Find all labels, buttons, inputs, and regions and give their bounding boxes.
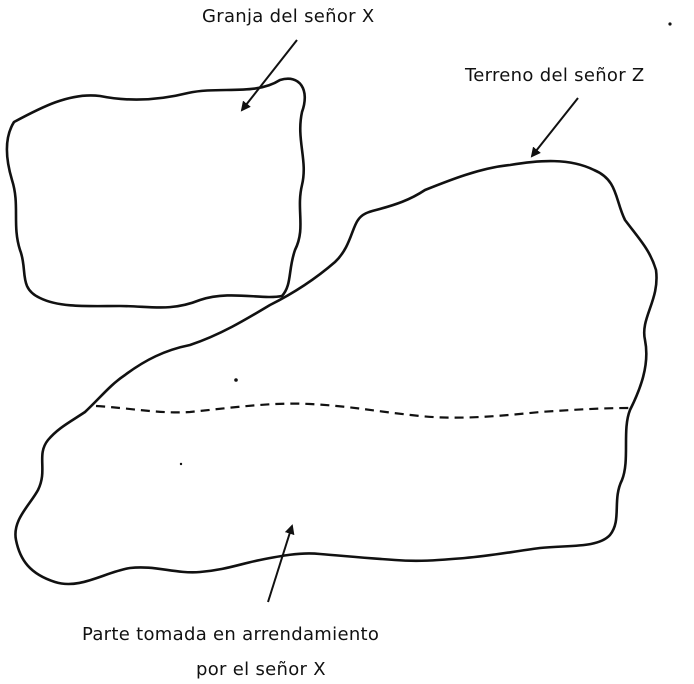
arrow-land-z <box>530 97 579 158</box>
lease-boundary-dashed-line <box>95 402 631 419</box>
land-z-label: Terreno del señor Z <box>465 65 645 86</box>
farm-x-parcel <box>5 77 307 309</box>
stray-dot <box>179 462 183 466</box>
arrow-farm-x <box>240 39 298 112</box>
land-z-parcel <box>14 159 658 586</box>
stray-dot <box>234 378 238 382</box>
farm-x-label: Granja del señor X <box>202 6 375 27</box>
arrow-leased-part <box>267 524 295 603</box>
leased-part-label-line1: Parte tomada en arrendamiento <box>82 624 380 645</box>
stray-dot <box>668 22 672 26</box>
leased-part-label-line2: por el señor X <box>196 659 326 680</box>
